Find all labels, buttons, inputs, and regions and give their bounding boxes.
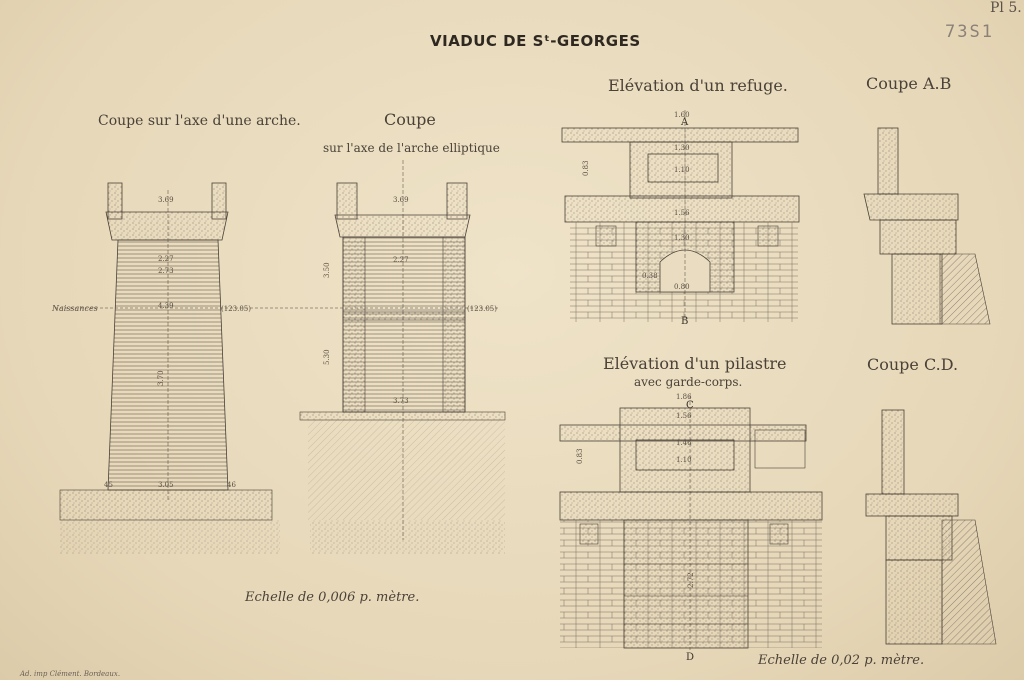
pier-section-elliptic: 3.69 2.27 3.50 5.30 3.73	[290, 160, 506, 554]
dim-a2: 2.27	[158, 255, 174, 263]
dim-r6: 1.30	[674, 234, 690, 242]
dim-a1: 3.69	[158, 196, 174, 204]
dim-b4: 5.30	[323, 349, 331, 365]
dim-a6: 3.05	[158, 481, 174, 489]
dim-b2: 2.27	[393, 256, 409, 264]
dim-p4: 0.83	[576, 448, 584, 464]
dim-r7: 0.80	[674, 283, 690, 291]
coupe-ab-title: Coupe A.B	[866, 74, 952, 93]
dim-a5: 3.70	[157, 370, 165, 386]
coupe-cd-title: Coupe C.D.	[867, 355, 959, 374]
section-ab	[863, 127, 991, 325]
dim-b1: 3.69	[393, 196, 409, 204]
plate-number: Pl 5.	[990, 0, 1022, 16]
dim-r2: 1.30	[674, 144, 690, 152]
dim-b3: 3.50	[323, 262, 331, 278]
sheet-title: VIADUC DE Sᵗ-GEORGES	[430, 32, 641, 50]
scale-left: Echelle de 0,006 p. mètre.	[245, 590, 420, 605]
section-mark-a: A	[680, 117, 689, 128]
section-cd	[865, 409, 997, 645]
level-left: (123.05)	[221, 305, 251, 313]
dim-a3: 2.73	[158, 267, 174, 275]
dim-b5: 3.73	[393, 397, 409, 405]
section-mark-d: D	[686, 652, 694, 663]
dim-r1: 1.60	[674, 111, 690, 119]
elevation-refuge-title: Elévation d'un refuge.	[608, 76, 788, 95]
dim-r5: 1.56	[674, 209, 690, 217]
coupe-elliptique-title: Coupe	[384, 110, 436, 129]
pilaster-elevation: C D 1.86 1.56 1.46 0.83 2.72 1.10	[559, 393, 823, 663]
dim-a4: 4.39	[158, 302, 174, 310]
coupe-elliptique-subtitle: sur l'axe de l'arche elliptique	[323, 141, 500, 155]
handwritten-reference: 73S1	[945, 22, 994, 42]
dim-p2: 1.56	[676, 412, 692, 420]
refuge-elevation: A B 1.60 1.30 0.83 1.10 1.56 1.30 0.80 0…	[561, 110, 800, 327]
dim-a7: 45	[104, 481, 113, 489]
pier-section-arch: 3.69 2.27 2.73 4.39 3.70 3.05 45 46 Nais…	[51, 182, 497, 554]
elevation-pilastre-title: Elévation d'un pilastre	[603, 354, 787, 373]
dim-p5: 2.72	[687, 572, 695, 588]
coupe-arche-title: Coupe sur l'axe d'une arche.	[98, 113, 301, 129]
dim-a8: 46	[227, 481, 236, 489]
dim-p3: 1.46	[676, 439, 692, 447]
level-right: (123.05)	[467, 305, 497, 313]
imprint: Ad. imp Clément. Bordeaux.	[20, 670, 121, 678]
elevation-pilastre-subtitle: avec garde-corps.	[634, 375, 743, 389]
section-mark-b: B	[681, 316, 688, 327]
scale-right: Echelle de 0,02 p. mètre.	[758, 653, 925, 668]
section-mark-c: C	[686, 400, 694, 411]
dim-p1: 1.86	[676, 393, 692, 401]
dim-r4: 1.10	[674, 166, 690, 174]
dim-r3: 0.83	[582, 160, 590, 176]
dim-r8: 0.38	[642, 272, 658, 280]
dim-p6: 1.10	[676, 456, 692, 464]
naissances-label: Naissances	[51, 304, 98, 313]
